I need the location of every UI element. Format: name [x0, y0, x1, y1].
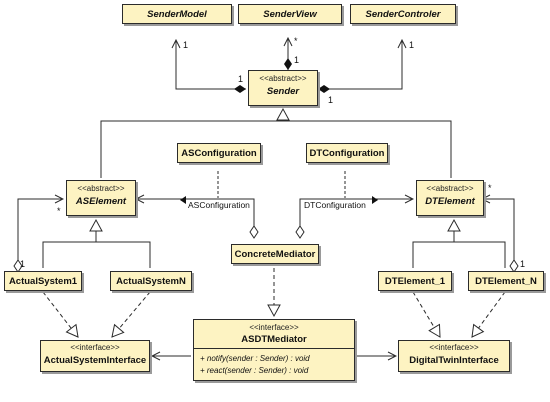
multiplicity-view-star: *: [294, 36, 298, 46]
interface-actual-system-interface[interactable]: <<interface>> ActualSystemInterface: [40, 340, 150, 372]
class-sender-view[interactable]: SenderView: [238, 4, 342, 24]
class-name: ASConfiguration: [181, 148, 257, 159]
class-name: Sender: [266, 86, 300, 97]
class-name: ConcreteMediator: [234, 249, 316, 260]
dt-element-self-reference: [482, 199, 514, 272]
as-configuration-assoc-label: ASConfiguration: [188, 200, 250, 210]
mediator-as-element-assoc: [136, 199, 254, 238]
composition-sender-controler: [318, 40, 402, 89]
class-name: ASElement: [75, 196, 127, 207]
multiplicity-as-star: *: [57, 206, 61, 216]
multiplicity-sender-right: 1: [328, 95, 334, 105]
class-actual-system1[interactable]: ActualSystem1: [4, 271, 82, 291]
class-as-configuration[interactable]: ASConfiguration: [177, 143, 261, 163]
class-name: ActualSystem1: [8, 276, 78, 287]
multiplicity-controler: 1: [409, 40, 415, 50]
class-dt-element-n[interactable]: DTElement_N: [468, 271, 544, 291]
class-dt-configuration[interactable]: DTConfiguration: [306, 143, 388, 163]
interface-asdt-mediator[interactable]: <<interface>> ASDTMediator + notify(send…: [193, 319, 355, 381]
stereotype: <<abstract>>: [426, 184, 474, 193]
class-name: DigitalTwinInterface: [409, 355, 499, 366]
as-configuration-direction-arrow: [180, 196, 186, 204]
stereotype: <<interface>>: [70, 343, 120, 352]
class-name: ActualSystemInterface: [43, 355, 147, 366]
class-sender-model[interactable]: SenderModel: [122, 4, 232, 24]
class-name: SenderView: [263, 9, 317, 20]
multiplicity-view-one: 1: [294, 55, 300, 65]
generalization-actual-systems: [42, 241, 151, 268]
class-dt-element[interactable]: <<abstract>> DTElement: [416, 180, 484, 216]
as-element-self-reference: [18, 199, 63, 272]
generalization-elements-sender: [100, 120, 452, 178]
realization-dt-element-1: [412, 291, 441, 338]
class-name: DTElement_1: [384, 276, 446, 287]
stereotype: <<abstract>>: [259, 74, 307, 83]
stereotype: <<abstract>>: [77, 184, 125, 193]
class-name: ActualSystemN: [116, 276, 186, 287]
class-dt-element-1[interactable]: DTElement_1: [378, 271, 452, 291]
class-concrete-mediator[interactable]: ConcreteMediator: [231, 244, 319, 264]
dt-configuration-direction-arrow: [372, 196, 378, 204]
multiplicity-as-one: 1: [20, 259, 26, 269]
class-name: ASDTMediator: [241, 334, 307, 345]
class-name: DTConfiguration: [309, 148, 385, 159]
composition-sender-model: [176, 40, 246, 89]
multiplicity-dt-one: 1: [520, 259, 526, 269]
multiplicity-model: 1: [183, 40, 189, 50]
class-sender-controler[interactable]: SenderControler: [350, 4, 456, 24]
operation-react: + react(sender : Sender) : void: [200, 366, 309, 375]
class-actual-system-n[interactable]: ActualSystemN: [110, 271, 192, 291]
realization-actual-system1: [42, 291, 79, 338]
class-name: SenderModel: [147, 9, 207, 20]
realization-actual-system-n: [111, 291, 151, 338]
interface-digital-twin-interface[interactable]: <<interface>> DigitalTwinInterface: [398, 340, 510, 372]
class-sender[interactable]: <<abstract>> Sender: [248, 70, 318, 106]
realization-dt-element-n: [471, 291, 506, 338]
multiplicity-dt-star: *: [488, 183, 492, 193]
stereotype: <<interface>>: [429, 343, 479, 352]
class-name: SenderControler: [365, 9, 441, 20]
class-name: DTElement_N: [475, 276, 537, 287]
stereotype: <<interface>>: [249, 323, 299, 332]
compartment-divider: [194, 348, 354, 349]
class-name: DTElement: [425, 196, 475, 207]
multiplicity-sender-left: 1: [238, 74, 244, 84]
operation-notify: + notify(sender : Sender) : void: [200, 354, 310, 363]
dt-configuration-assoc-label: DTConfiguration: [304, 200, 366, 210]
generalization-dt-elements: [412, 241, 506, 268]
class-as-element[interactable]: <<abstract>> ASElement: [66, 180, 136, 216]
